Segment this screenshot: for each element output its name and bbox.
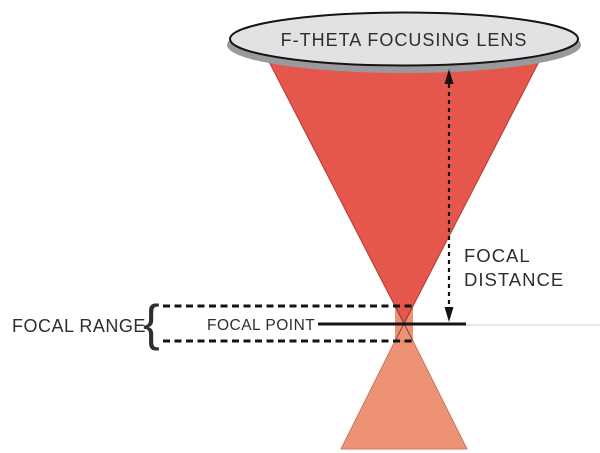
focal-range-brace: {	[143, 295, 160, 351]
lens-label: F-THETA FOCUSING LENS	[281, 30, 528, 50]
lens-face	[229, 11, 579, 67]
beam-cone-below-focus	[340, 340, 468, 450]
arrowhead-up-icon	[444, 69, 454, 84]
focal-point-label: FOCAL POINT	[207, 317, 315, 334]
focal-distance-label-line2: DISTANCE	[464, 269, 564, 290]
arrowhead-down-icon	[444, 307, 454, 322]
focal-distance-label-line1: FOCAL	[464, 245, 531, 266]
focal-range-label: FOCAL RANGE	[12, 316, 146, 336]
